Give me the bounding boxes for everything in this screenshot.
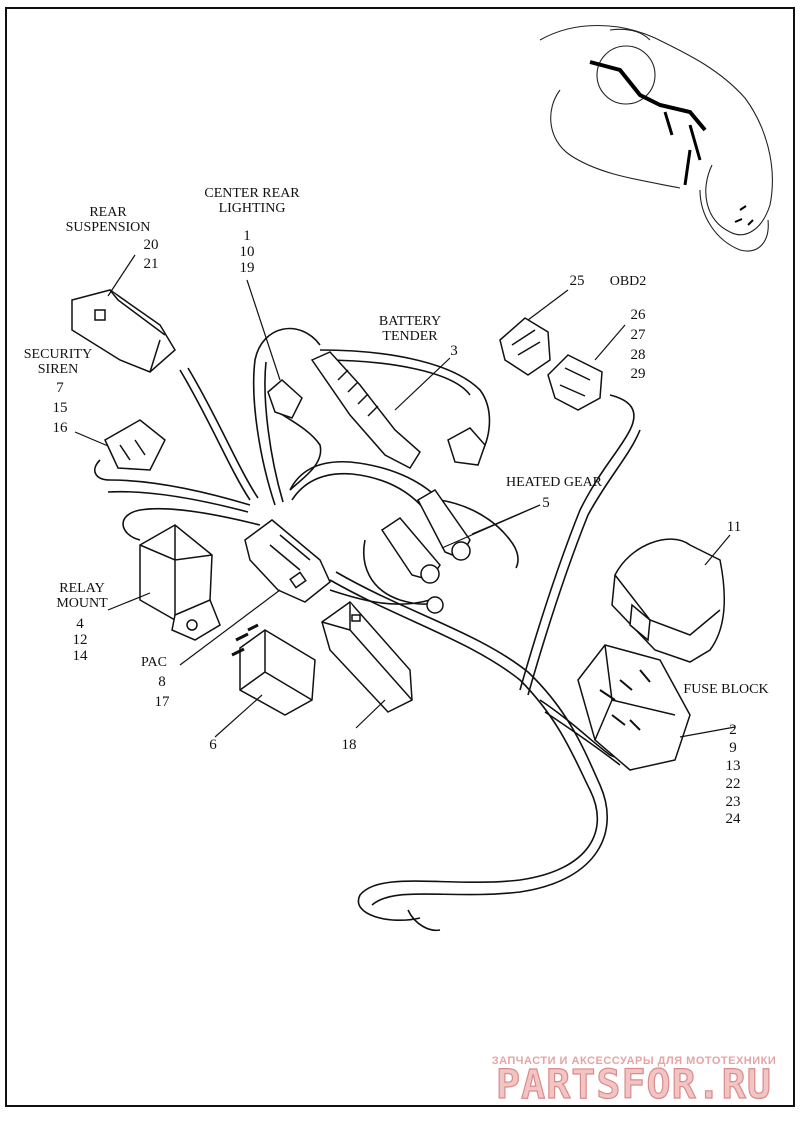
label-fuse-block: FUSE BLOCK — [683, 682, 768, 697]
callout-number: 24 — [726, 811, 742, 827]
components — [71, 289, 726, 771]
callout-number: 6 — [209, 737, 217, 753]
callout-number: 26 — [631, 307, 647, 323]
label-battery-tender: TENDER — [382, 329, 438, 344]
callout-number: 2 — [729, 722, 737, 738]
callout-number: 22 — [726, 776, 741, 792]
callout-number: 3 — [450, 343, 458, 359]
rear-suspension-connector — [71, 289, 176, 373]
callout-number: 29 — [631, 366, 646, 382]
callout-number: 19 — [240, 260, 255, 276]
label-security-siren: SIREN — [38, 362, 78, 377]
label-heated-gear: HEATED GEAR — [506, 475, 603, 490]
motorcycle-locator-icon — [539, 24, 773, 252]
callout-number: 9 — [729, 740, 737, 756]
label-rear-suspension: SUSPENSION — [66, 220, 151, 235]
watermark: ЗАПЧАСТИ И АКСЕССУАРЫ ДЛЯ МОТОТЕХНИКИ PA… — [492, 1055, 777, 1109]
obd2-left-connector — [499, 317, 551, 376]
fuse-block-cover — [611, 538, 726, 663]
diagram-border — [5, 7, 795, 1107]
callout-number: 8 — [158, 674, 166, 690]
label-relay-mount: MOUNT — [56, 596, 108, 611]
heated-gear-connector-1 — [380, 517, 441, 584]
watermark-brand: PARTSFOR.RU — [496, 1062, 772, 1108]
callout-number: 13 — [726, 758, 741, 774]
callout-number: 14 — [73, 648, 89, 664]
label-relay-mount: RELAY — [59, 581, 104, 596]
relay — [231, 623, 316, 716]
label-rear-suspension: REAR — [89, 205, 127, 220]
relay-mount-bracket — [139, 524, 221, 641]
obd2-right-connector — [547, 354, 603, 411]
callout-number: 5 — [542, 495, 550, 511]
callout-number: 21 — [144, 256, 159, 272]
battery-tender-plug — [310, 351, 421, 469]
callout-number: 28 — [631, 347, 646, 363]
callout-number: 1 — [243, 228, 251, 244]
label-security-siren: SECURITY — [24, 347, 92, 362]
module-18 — [321, 600, 413, 713]
heated-gear-grommet — [426, 596, 444, 614]
callout-number: 23 — [726, 794, 741, 810]
leader-lines — [74, 254, 736, 738]
callout-number: 20 — [144, 237, 159, 253]
callout-number: 18 — [342, 737, 357, 753]
label-battery-tender: BATTERY — [379, 314, 441, 329]
callout-number: 4 — [76, 616, 84, 632]
label-center-rear-lighting: LIGHTING — [219, 201, 286, 216]
security-siren-connector — [104, 419, 166, 471]
label-center-rear-lighting: CENTER REAR — [204, 186, 300, 201]
callout-number: 12 — [73, 632, 88, 648]
label-obd2: OBD2 — [610, 274, 647, 289]
callout-number: 27 — [631, 327, 647, 343]
battery-tender-cap — [447, 427, 486, 466]
fuse-block — [577, 644, 691, 771]
pac-connector — [244, 519, 331, 603]
watermark-tagline: ЗАПЧАСТИ И АКСЕССУАРЫ ДЛЯ МОТОТЕХНИКИ — [492, 1055, 777, 1067]
callout-number: 11 — [727, 519, 741, 535]
callout-number: 15 — [53, 400, 68, 416]
center-rear-lighting-connector — [267, 379, 303, 419]
callout-number: 25 — [570, 273, 585, 289]
callout-number: 17 — [155, 694, 171, 710]
callout-labels: REAR SUSPENSION 20 21 CENTER REAR LIGHTI… — [24, 186, 769, 827]
callout-number: 16 — [53, 420, 69, 436]
callout-number: 10 — [240, 244, 255, 260]
callout-number: 7 — [56, 380, 64, 396]
label-pac: PAC — [141, 655, 167, 670]
